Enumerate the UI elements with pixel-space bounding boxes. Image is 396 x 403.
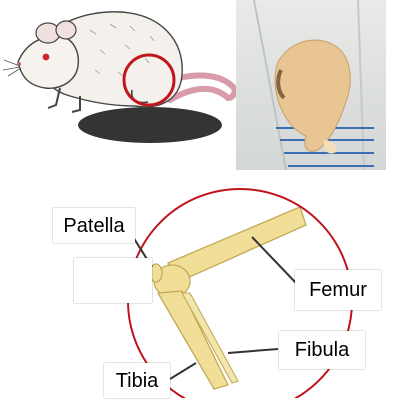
label-tibia: Tibia (104, 363, 170, 398)
label-blank-box (74, 258, 152, 303)
knee-specimen (275, 40, 350, 151)
mouse-illustration (0, 0, 236, 175)
label-fibula: Fibula (279, 331, 365, 369)
femur-leader-line (252, 237, 296, 283)
specimen-tip (324, 140, 337, 154)
tibia-leader-line (170, 363, 196, 379)
label-femur: Femur (295, 270, 381, 310)
knee-specimen-photo (236, 0, 386, 170)
mouse-ear (56, 21, 76, 39)
mouse-head (18, 36, 78, 88)
mouse-shadow (78, 107, 222, 143)
label-patella: Patella (53, 208, 135, 243)
fibula-leader-line (228, 349, 278, 353)
tube-edge (358, 0, 364, 170)
mouse-eye (43, 54, 50, 61)
